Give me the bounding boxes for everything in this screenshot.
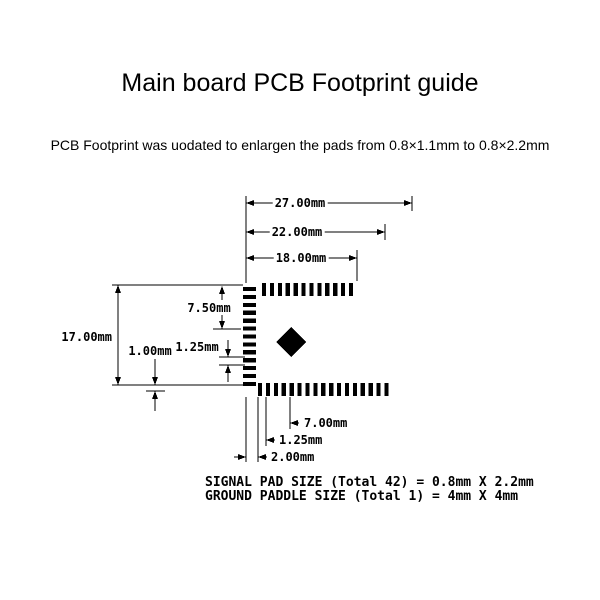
signal-pad [293, 283, 298, 296]
signal-pad [325, 283, 330, 296]
signal-pad [243, 287, 256, 292]
signal-pad [269, 283, 275, 296]
signal-pad [301, 283, 306, 296]
signal-pad [313, 383, 318, 396]
signal-pad [348, 283, 354, 296]
left-pad-column [243, 287, 256, 386]
signal-pad [243, 302, 256, 307]
dim-label-1-00mm: 1.00mm [126, 344, 174, 358]
dim-label-17mm: 17.00mm [59, 330, 114, 344]
dim-label-18mm: 18.00mm [273, 251, 329, 265]
dim-label-7-50mm: 7.50mm [185, 301, 233, 315]
page-title: Main board PCB Footprint guide [121, 69, 479, 97]
signal-pad [243, 326, 256, 331]
bottom-pad-row [258, 383, 389, 396]
signal-pad [337, 383, 342, 396]
signal-pad [321, 383, 326, 396]
signal-pad [309, 283, 314, 296]
signal-pad [262, 283, 267, 296]
signal-pad [243, 294, 256, 300]
signal-pad [333, 283, 338, 296]
signal-pad [384, 383, 389, 396]
signal-pad [243, 358, 256, 363]
signal-pad [329, 383, 334, 396]
signal-pad [344, 383, 350, 396]
signal-pad [285, 283, 290, 296]
note-ground-paddle-size: GROUND PADDLE SIZE (Total 1) = 4mm X 4mm [205, 489, 519, 504]
signal-pad [243, 381, 256, 386]
dimension-linework [112, 196, 413, 462]
signal-pad [368, 383, 373, 396]
signal-pad [317, 283, 322, 296]
signal-pad [360, 383, 365, 396]
signal-pad [305, 383, 310, 396]
signal-pad [243, 366, 256, 371]
signal-pad [277, 283, 282, 296]
signal-pad [243, 373, 256, 379]
signal-pad [352, 383, 357, 396]
dim-label-22mm: 22.00mm [269, 225, 325, 239]
top-pad-row [262, 283, 354, 296]
ground-paddle [276, 327, 306, 357]
signal-pad [243, 342, 256, 347]
dim-label-1-25mm-bottom: 1.25mm [277, 433, 325, 447]
signal-pad [265, 383, 271, 396]
subtitle: PCB Footprint was uodated to enlargen th… [50, 137, 550, 153]
signal-pad [341, 283, 346, 296]
note-signal-pad-size: SIGNAL PAD SIZE (Total 42) = 0.8mm X 2.2… [205, 475, 534, 490]
signal-pad [289, 383, 294, 396]
signal-pad [258, 383, 263, 396]
signal-pad [243, 318, 256, 323]
signal-pad [243, 334, 256, 339]
dim-label-7-00mm: 7.00mm [302, 416, 350, 430]
signal-pad [281, 383, 286, 396]
dim-label-2-00mm: 2.00mm [269, 450, 317, 464]
signal-pad [243, 310, 256, 315]
signal-pad [273, 383, 278, 396]
signal-pad [297, 383, 302, 396]
signal-pad [243, 350, 256, 355]
signal-pad [376, 383, 381, 396]
dim-label-1-25mm-side: 1.25mm [173, 340, 221, 354]
dim-label-27mm: 27.00mm [272, 196, 328, 210]
